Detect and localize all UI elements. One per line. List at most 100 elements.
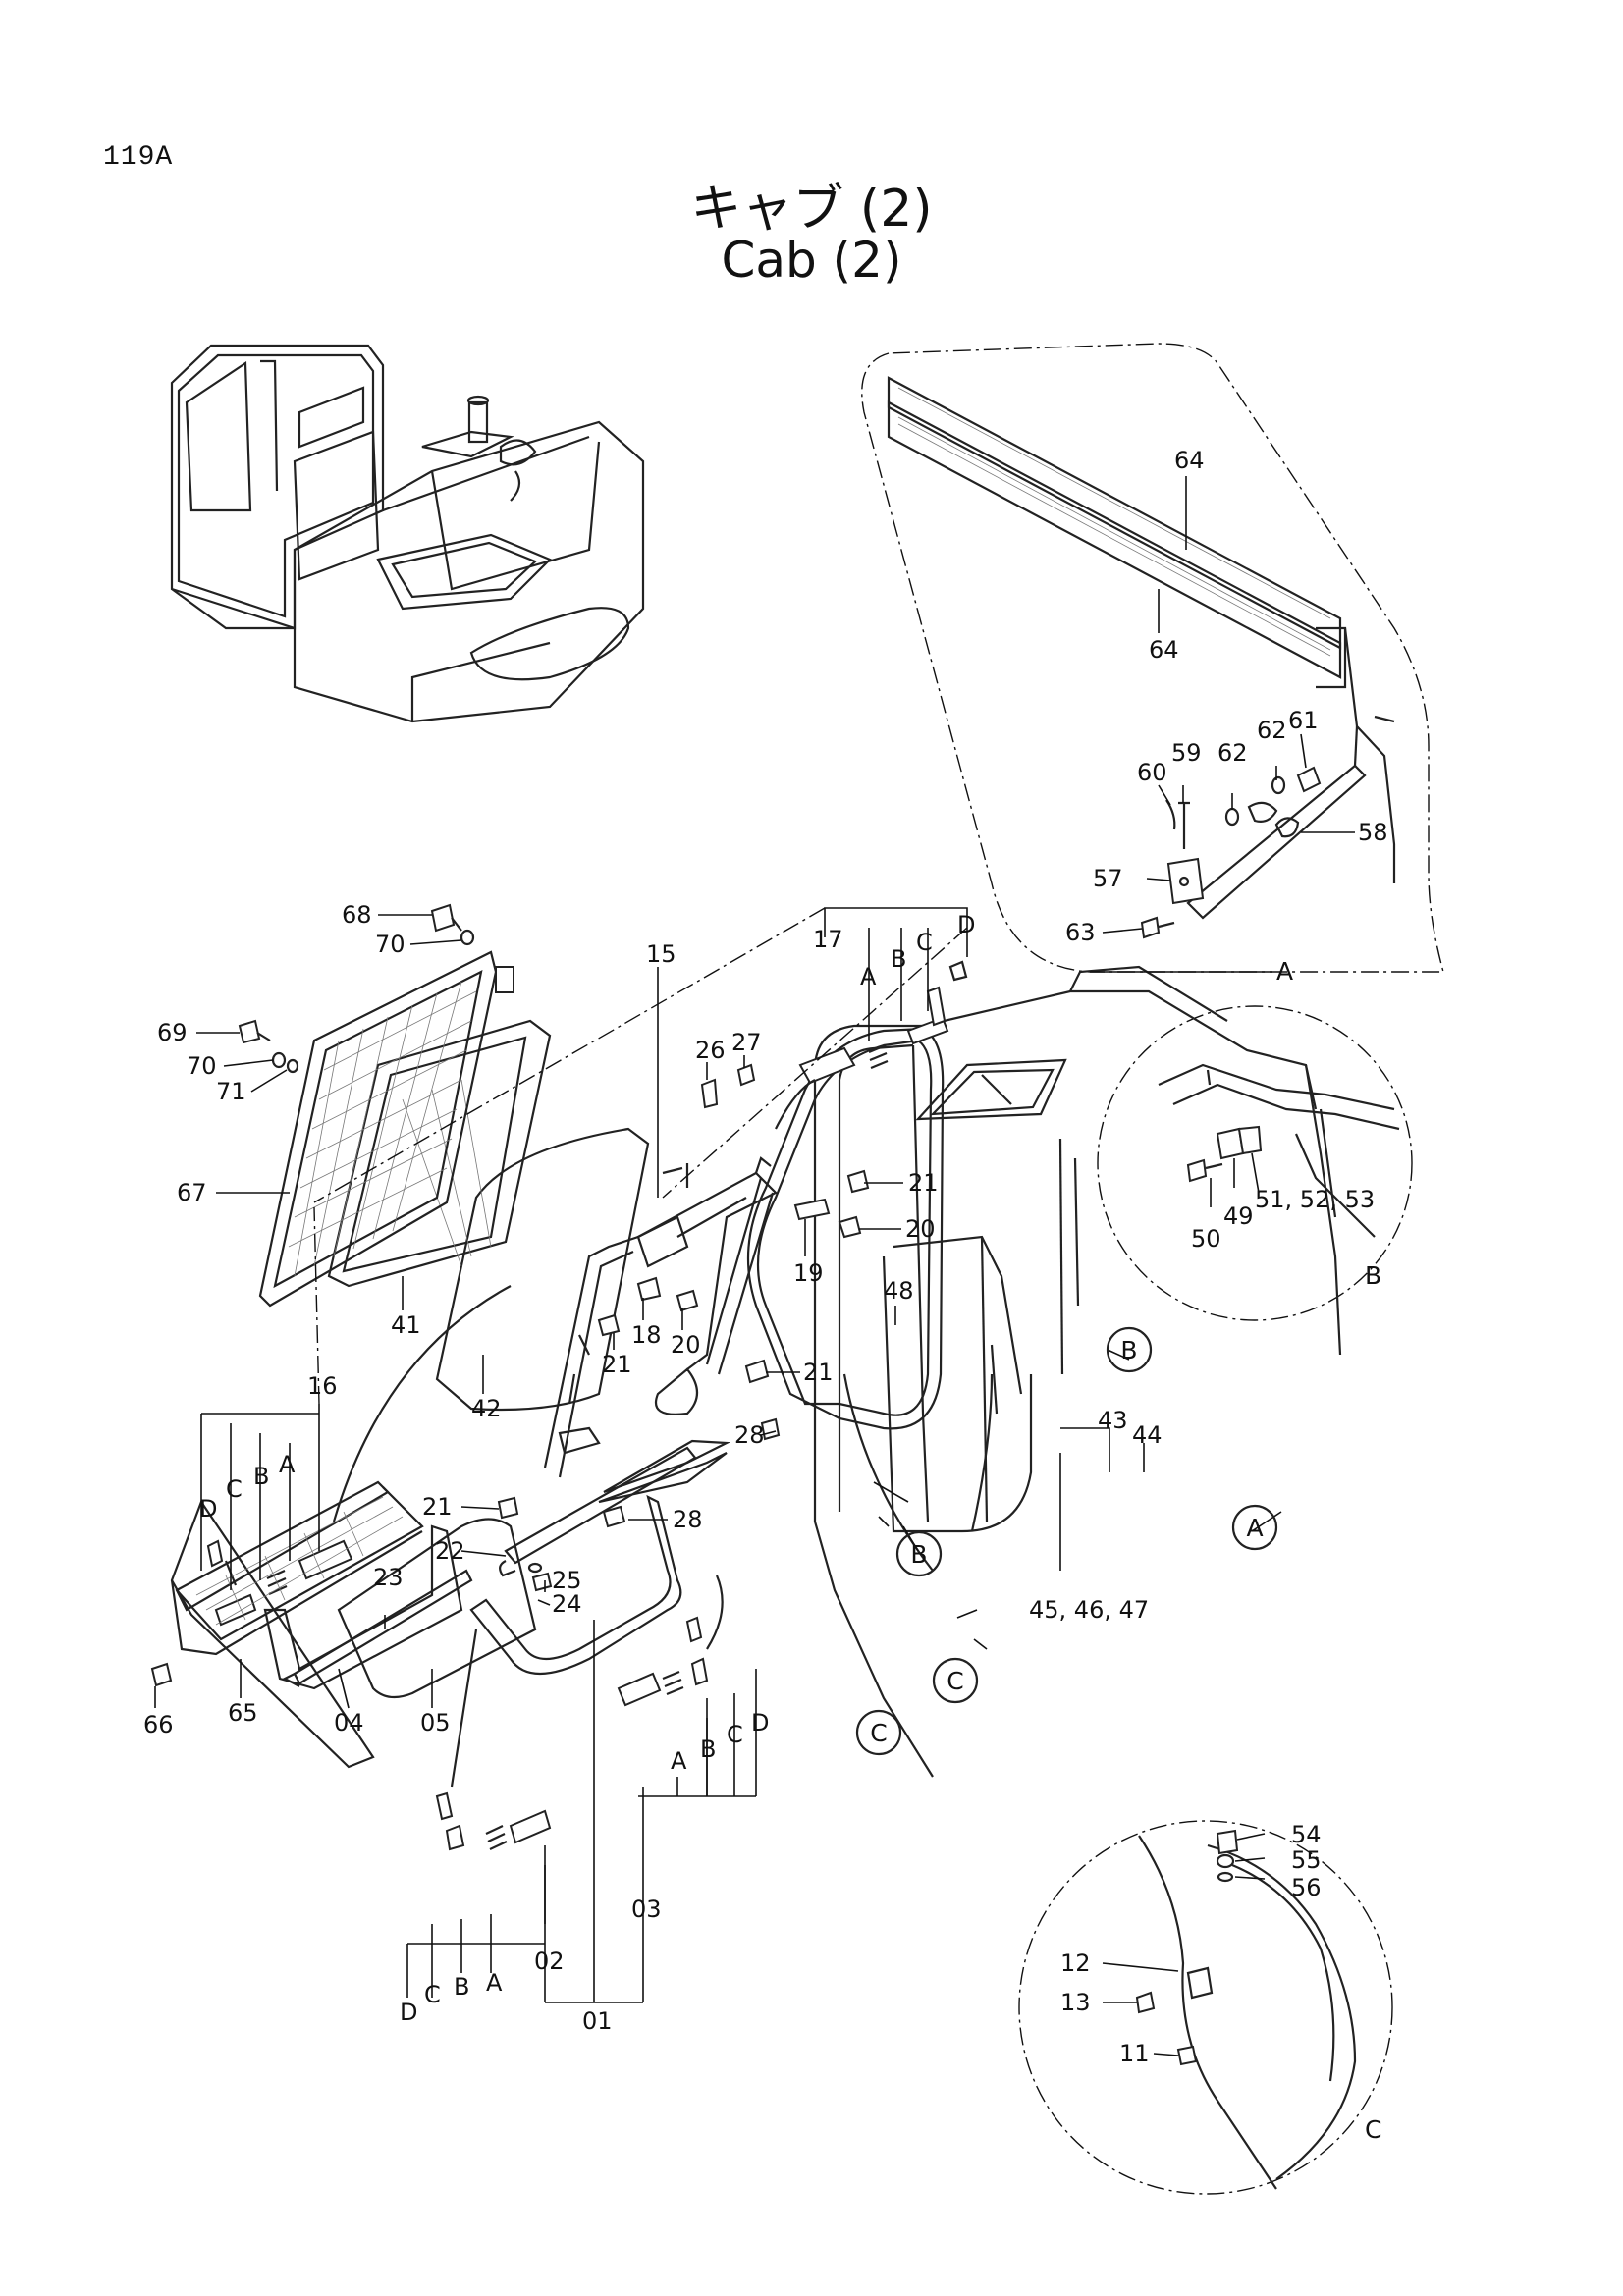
- callout-02: 02: [534, 1948, 565, 1975]
- sublabel-16-a: A: [279, 1451, 296, 1478]
- callout-62-left: 62: [1217, 739, 1248, 767]
- callout-60: 60: [1137, 759, 1167, 786]
- callout-55: 55: [1291, 1846, 1322, 1874]
- callout-28-b: 28: [673, 1506, 703, 1533]
- callout-68: 68: [342, 901, 372, 929]
- callout-54: 54: [1291, 1821, 1322, 1848]
- marker-b-upper: B: [1120, 1336, 1137, 1364]
- clip-26: [700, 1078, 719, 1109]
- sublabel-03-a: A: [671, 1747, 687, 1775]
- callout-01: 01: [582, 2007, 613, 2035]
- marker-a: A: [1246, 1514, 1263, 1542]
- handle-frame-01: [469, 1494, 682, 1676]
- sublabel-17-c: C: [916, 929, 933, 956]
- sublabel-16-c: C: [226, 1475, 243, 1503]
- assembly-arc-17: [775, 1079, 816, 1130]
- door-hardware-small-parts: [497, 1169, 870, 1592]
- door-upper-frame: [543, 1156, 778, 1504]
- marker-c-lower: C: [870, 1719, 887, 1747]
- location-markers: B B A C C: [855, 1326, 1278, 1756]
- callout-20-b: 20: [671, 1331, 701, 1359]
- callout-22: 22: [435, 1537, 465, 1565]
- excavator-overview-illustration: [170, 344, 645, 723]
- window-frame-41: [327, 1019, 552, 1288]
- callout-03: 03: [631, 1896, 662, 1923]
- sublabel-16-d: D: [199, 1495, 217, 1522]
- callout-05: 05: [420, 1709, 451, 1736]
- callout-64-top: 64: [1174, 447, 1205, 474]
- callout-64-bottom: 64: [1149, 636, 1179, 664]
- callout-45-47: 45, 46, 47: [1029, 1596, 1149, 1624]
- assembly-arc-16: [332, 1285, 512, 1522]
- callout-26: 26: [695, 1037, 726, 1064]
- callout-18: 18: [631, 1321, 662, 1349]
- bolt-66: [150, 1662, 173, 1687]
- latch-parts-02-03: [435, 1616, 709, 1851]
- callout-13: 13: [1060, 1989, 1091, 2016]
- callout-48: 48: [884, 1277, 914, 1305]
- callout-27: 27: [731, 1029, 762, 1056]
- marker-c-upper: C: [947, 1667, 963, 1695]
- callout-15: 15: [646, 940, 676, 968]
- glass-run-rail: [887, 376, 1347, 689]
- door-glass-42: [435, 1127, 650, 1412]
- clip-27: [736, 1063, 756, 1087]
- leader-lines: [154, 476, 1355, 2056]
- callout-42: 42: [471, 1395, 502, 1422]
- sublabel-02-a: A: [486, 1969, 503, 1997]
- sublabel-16-b: B: [253, 1463, 269, 1490]
- sublabel-17-b: B: [891, 945, 906, 973]
- page-number: 119A: [103, 142, 174, 173]
- callout-21-d: 21: [422, 1493, 453, 1521]
- callout-41: 41: [391, 1311, 421, 1339]
- page-title-japanese: キャブ (2): [690, 180, 933, 239]
- callout-67: 67: [177, 1179, 207, 1206]
- callout-12: 12: [1060, 1949, 1091, 1977]
- page-title-english: Cab (2): [721, 232, 902, 289]
- callout-57: 57: [1093, 865, 1123, 892]
- callout-28-a: 28: [734, 1421, 765, 1449]
- callout-21-a: 21: [908, 1169, 939, 1197]
- callout-63: 63: [1065, 919, 1096, 946]
- callout-51-53: 51, 52, 53: [1255, 1186, 1375, 1213]
- cab-shell-illustration: [813, 965, 1342, 1778]
- detail-label-b: B: [1365, 1261, 1381, 1290]
- lock-assembly-17: [798, 960, 968, 1085]
- callout-66: 66: [143, 1711, 174, 1738]
- callout-16: 16: [307, 1372, 338, 1400]
- callout-20-a: 20: [905, 1215, 936, 1243]
- detail-view-a: [861, 343, 1444, 973]
- sublabel-17-a: A: [860, 963, 877, 990]
- callout-17: 17: [813, 926, 843, 953]
- callout-70-top: 70: [375, 931, 406, 958]
- detail-label-a: A: [1276, 957, 1293, 986]
- glass-05: [337, 1518, 537, 1699]
- frame-04: [263, 1524, 463, 1690]
- callout-61: 61: [1288, 707, 1319, 734]
- door-weatherstrip-48: [746, 1027, 945, 1430]
- detail-view-letters: A B C: [1276, 957, 1381, 2144]
- callout-11: 11: [1119, 2040, 1150, 2067]
- callout-43: 43: [1098, 1407, 1128, 1434]
- lock-assembly-16: [206, 1539, 353, 1627]
- sublabel-02-d: D: [400, 1999, 417, 2026]
- detail-label-c: C: [1365, 2115, 1381, 2144]
- sub-part-letters: A B C D D C B A D C B A A B C D: [199, 911, 975, 2026]
- sublabel-03-b: B: [700, 1735, 716, 1763]
- callout-21-b: 21: [602, 1351, 632, 1378]
- sublabel-02-c: C: [424, 1981, 441, 2008]
- detail-view-c: [1018, 1820, 1393, 2195]
- callout-25: 25: [552, 1567, 582, 1594]
- detail-view-b: [1097, 1005, 1413, 1321]
- callout-44: 44: [1132, 1421, 1163, 1449]
- marker-b-lower: B: [910, 1540, 927, 1569]
- screen-mounting-bolts: [238, 903, 475, 1074]
- mesh-screen-67: [258, 950, 514, 1308]
- sublabel-03-d: D: [751, 1709, 769, 1736]
- callout-69: 69: [157, 1019, 188, 1046]
- callout-71: 71: [216, 1078, 246, 1105]
- sublabel-17-d: D: [957, 911, 975, 938]
- callout-23: 23: [373, 1564, 404, 1591]
- callout-19: 19: [793, 1259, 824, 1287]
